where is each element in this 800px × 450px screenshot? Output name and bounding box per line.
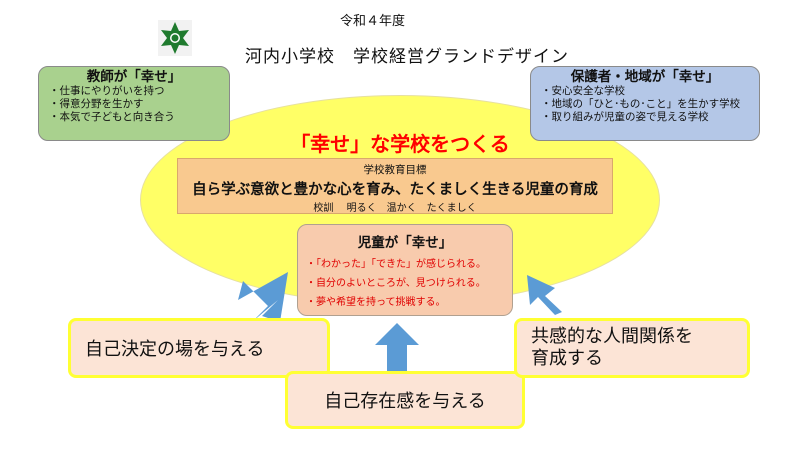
arrow-up-icon — [375, 323, 419, 372]
action-self-determination: 自己決定の場を与える — [68, 318, 330, 378]
action-self-presence: 自己存在感を与える — [285, 371, 525, 429]
school-emblem-icon — [158, 20, 192, 56]
school-motto: 校訓 明るく 温かく たくましく — [313, 203, 477, 214]
action-empathetic-relations: 共感的な人間関係を育成する — [514, 318, 750, 378]
list-item: ・取り組みが児童の姿で見える学校 — [541, 111, 709, 123]
teachers-box: 教師が「幸せ」 ・仕事にやりがいを持つ ・得意分野を生かす ・本気で子どもと向き… — [38, 66, 230, 141]
arrow-up-left-icon — [527, 275, 562, 315]
list-item: ・本気で子どもと向き合う — [49, 111, 175, 123]
teachers-title: 教師が「幸せ」 — [86, 69, 182, 85]
page-title: 河内小学校 学校経営グランドデザイン — [245, 47, 569, 67]
action-label: 共感的な人間関係を — [531, 326, 693, 347]
children-box: 児童が「幸せ」 ・「わかった」「できた」が感じられる。 ・自分のよいところが、見… — [297, 224, 513, 316]
guardians-box: 保護者・地域が「幸せ」 ・安心安全な学校 ・地域の「ひと･もの･こと」を生かす学… — [530, 66, 760, 141]
list-item: ・仕事にやりがいを持つ — [49, 85, 165, 97]
list-item: ・得意分野を生かす — [49, 98, 144, 110]
children-title: 児童が「幸せ」 — [357, 235, 453, 251]
arrow-up-right-icon — [238, 272, 288, 322]
list-item: ・夢や希望を持って挑戦する。 — [306, 297, 446, 308]
goal-text: 自ら学ぶ意欲と豊かな心を育み、たくましく生きる児童の育成 — [192, 182, 598, 198]
list-item: ・地域の「ひと･もの･こと」を生かす学校 — [541, 98, 741, 110]
list-item: ・「わかった」「できた」が感じられる。 — [306, 259, 486, 270]
year-label: 令和４年度 — [340, 14, 406, 29]
action-label: 自己決定の場を与える — [85, 339, 265, 360]
action-label: 育成する — [531, 348, 603, 369]
guardians-title: 保護者・地域が「幸せ」 — [570, 69, 720, 85]
main-heading: 「幸せ」な学校をつくる — [290, 132, 510, 156]
education-goal-box: 学校教育目標 自ら学ぶ意欲と豊かな心を育み、たくましく生きる児童の育成 校訓 明… — [177, 158, 613, 214]
list-item: ・自分のよいところが、見つけられる。 — [306, 278, 486, 289]
action-label: 自己存在感を与える — [324, 391, 486, 412]
goal-label: 学校教育目標 — [363, 164, 427, 176]
list-item: ・安心安全な学校 — [541, 85, 625, 97]
